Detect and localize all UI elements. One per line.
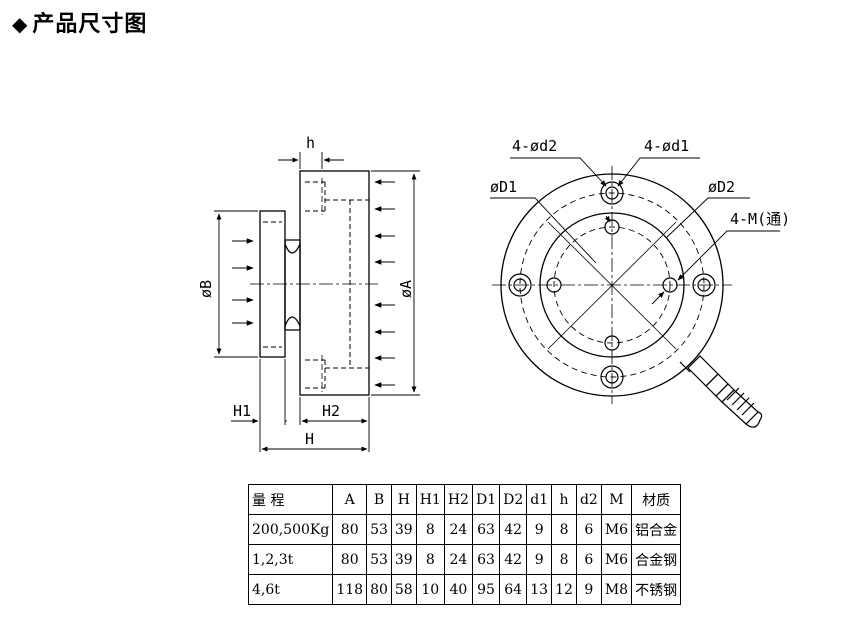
page-title: ◆产品尺寸图	[12, 6, 147, 38]
diamond-bullet-icon: ◆	[12, 12, 29, 36]
table-cell: 10	[415, 574, 445, 605]
label-total-h: H	[305, 430, 314, 448]
header-cell: h	[551, 484, 577, 515]
table-cell: 80	[332, 544, 368, 575]
table-cell: 42	[499, 514, 528, 545]
table-cell: 39	[390, 514, 417, 545]
table-cell: 8	[551, 544, 577, 575]
table-cell: 80	[366, 574, 392, 605]
table-cell: 合金钢	[631, 544, 682, 575]
cable-gland	[679, 355, 763, 428]
neck-groove-top	[284, 243, 301, 254]
header-cell: H2	[443, 484, 473, 515]
label-diameter-d2: øD2	[708, 178, 735, 196]
table-cell: 13	[526, 574, 553, 605]
header-cell: H	[390, 484, 417, 515]
table-header-row: 量 程 A B H H1 H2 D1 D2 d1 h d2 M 材质	[247, 484, 682, 515]
label-diameter-b: øB	[197, 280, 215, 298]
table-cell: 24	[443, 544, 473, 575]
table-cell: 64	[499, 574, 528, 605]
label-h2: H2	[322, 402, 340, 420]
header-cell: d2	[575, 484, 602, 515]
table-cell: 24	[443, 514, 473, 545]
label-h: h	[306, 134, 315, 152]
spec-table: 量 程 A B H H1 H2 D1 D2 d1 h d2 M 材质 200,5…	[247, 484, 682, 605]
table-cell: 95	[471, 574, 501, 605]
table-cell: M6	[600, 544, 633, 575]
table-cell: 4,6t	[247, 574, 334, 605]
header-cell: 材质	[631, 484, 682, 515]
table-cell: 53	[366, 514, 392, 545]
header-cell: D1	[471, 484, 501, 515]
label-thread: 4-M(通)	[730, 210, 790, 228]
header-cell: M	[600, 484, 633, 515]
inner-holes	[546, 219, 678, 351]
table-cell: 39	[390, 544, 417, 575]
table-cell: 9	[526, 544, 553, 575]
table-cell: 63	[471, 544, 501, 575]
table-cell: 58	[390, 574, 417, 605]
table-row: 200,500Kg 80 53 39 8 24 63 42 9 8 6 M6 铝…	[247, 514, 682, 545]
table-cell: 118	[332, 574, 368, 605]
table-cell: 63	[471, 514, 501, 545]
header-cell: d1	[526, 484, 553, 515]
table-cell: 40	[443, 574, 473, 605]
outer-holes	[508, 181, 716, 389]
table-cell: M6	[600, 514, 633, 545]
label-h1: H1	[233, 402, 251, 420]
table-cell: M8	[600, 574, 633, 605]
table-cell: 9	[526, 514, 553, 545]
front-view	[490, 157, 780, 428]
table-cell: 200,500Kg	[247, 514, 334, 545]
table-cell: 9	[575, 574, 602, 605]
main-body	[299, 170, 370, 396]
label-holes-d2: 4-ød2	[512, 137, 557, 155]
table-cell: 53	[366, 544, 392, 575]
table-row: 4,6t 118 80 58 10 40 95 64 13 12 9 M8 不锈…	[247, 574, 682, 605]
table-cell: 42	[499, 544, 528, 575]
table-cell: 6	[575, 514, 602, 545]
page-title-text: 产品尺寸图	[32, 12, 148, 37]
side-view	[214, 152, 420, 452]
header-cell: B	[366, 484, 392, 515]
neck	[284, 239, 301, 331]
table-cell: 6	[575, 544, 602, 575]
header-cell: A	[332, 484, 368, 515]
label-diameter-a: øA	[397, 280, 415, 298]
label-diameter-d1: øD1	[490, 178, 517, 196]
neck-groove-bottom	[284, 316, 301, 327]
table-cell: 80	[332, 514, 368, 545]
table-cell: 12	[551, 574, 577, 605]
table-cell: 1,2,3t	[247, 544, 334, 575]
label-holes-d1: 4-ød1	[644, 137, 689, 155]
header-cell: D2	[499, 484, 528, 515]
header-cell: 量 程	[247, 484, 334, 515]
table-cell: 不锈钢	[631, 574, 682, 605]
dimension-drawing: h øB øA H1 H2 H	[197, 134, 790, 452]
table-cell: 8	[415, 544, 445, 575]
table-cell: 铝合金	[631, 514, 682, 545]
table-cell: 8	[551, 514, 577, 545]
table-cell: 8	[415, 514, 445, 545]
table-row: 1,2,3t 80 53 39 8 24 63 42 9 8 6 M6 合金钢	[247, 544, 682, 575]
header-cell: H1	[415, 484, 445, 515]
